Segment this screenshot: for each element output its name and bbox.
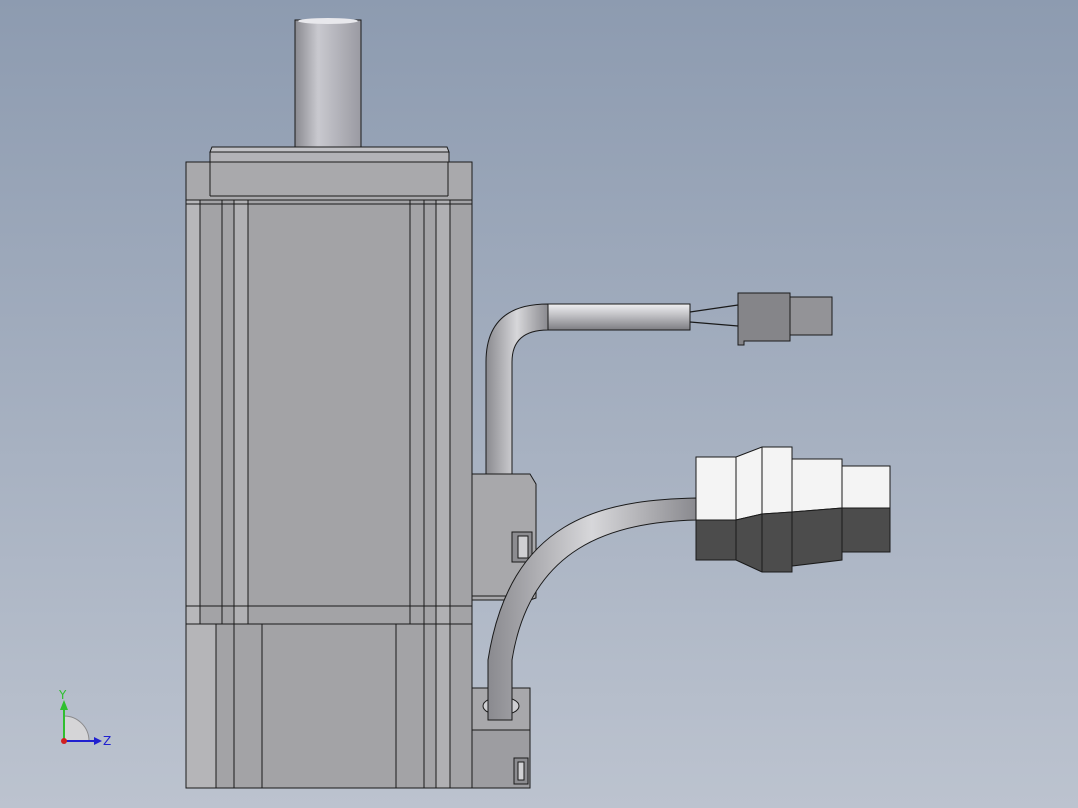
- triad-z-label: Z: [103, 734, 111, 748]
- triad-rotation-arc: [63, 715, 90, 742]
- front-flange[interactable]: [185, 161, 473, 201]
- motor-shaft[interactable]: [294, 18, 362, 153]
- x-axis-marker: [61, 738, 67, 744]
- orientation-triad[interactable]: Y Z: [58, 688, 111, 748]
- encoder-cable[interactable]: [485, 303, 691, 475]
- power-connector[interactable]: [695, 446, 891, 573]
- power-cable-gland[interactable]: [471, 473, 537, 601]
- encoder-connector[interactable]: [689, 292, 833, 346]
- flange-pilot[interactable]: [209, 146, 450, 163]
- rear-end-cap[interactable]: [185, 623, 473, 789]
- power-cable[interactable]: [487, 497, 697, 721]
- motor-housing[interactable]: [185, 199, 473, 625]
- triad-y-label: Y: [58, 688, 67, 702]
